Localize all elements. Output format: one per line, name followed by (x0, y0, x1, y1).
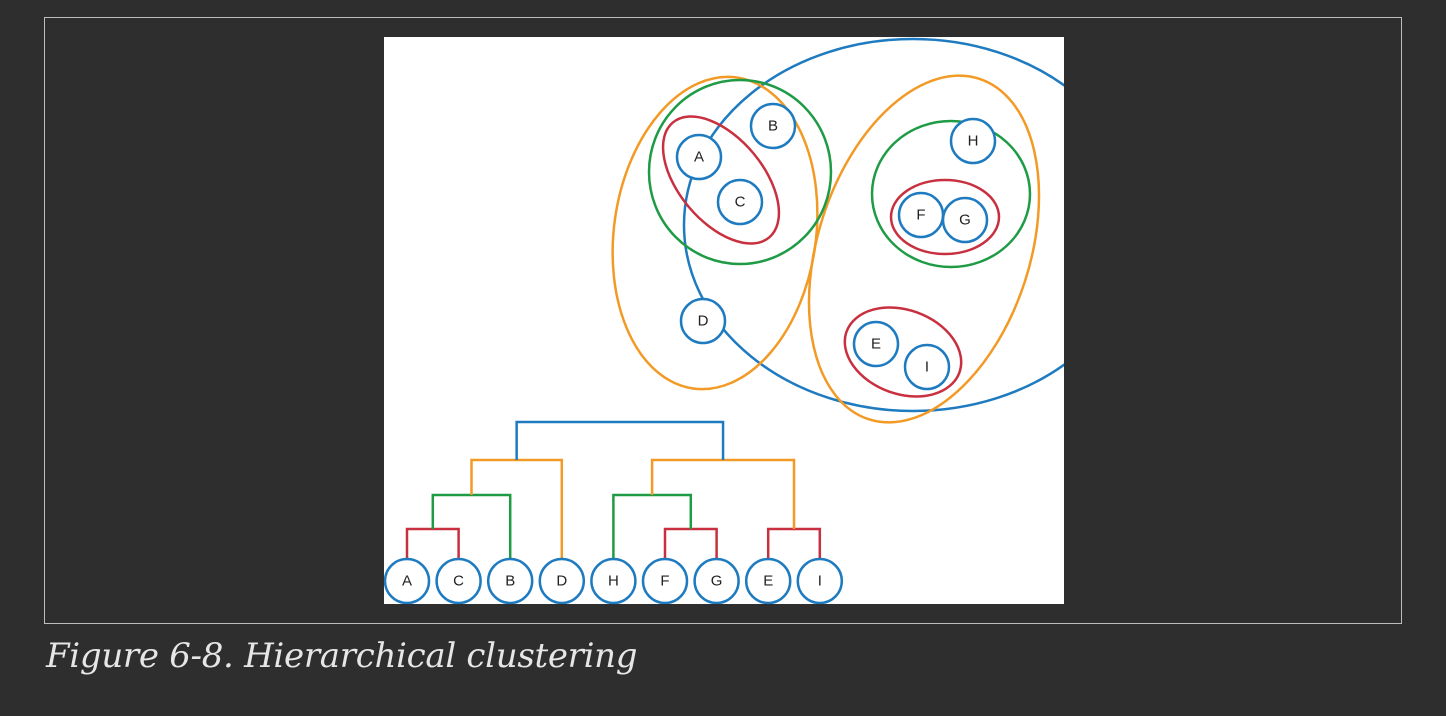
scatter-point-label: G (959, 212, 971, 229)
scatter-point-label: F (916, 207, 925, 224)
dendrogram-link-hfg (612, 493, 693, 558)
scatter-point-circle (716, 178, 764, 226)
cluster-outline-abcd (611, 75, 819, 391)
dendrogram-leaf-f: F (641, 557, 689, 604)
scatter-point-f: F (897, 191, 945, 239)
dendrogram-leaf-b: B (486, 557, 534, 604)
dendrogram-leaf-a: A (384, 557, 431, 604)
dendrogram-leaf-g: G (693, 557, 740, 604)
dendrogram-leaf-label: E (763, 573, 773, 590)
dendrogram-link-ac (405, 527, 460, 558)
dendrogram-link-fg (663, 527, 718, 558)
cluster-outline-fg (889, 178, 1001, 256)
dendrogram-leaf-i: I (796, 557, 844, 604)
scatter-point-label: B (768, 118, 778, 135)
scatter-point-label: I (925, 359, 929, 376)
dendrogram-leaf-circle (744, 557, 792, 604)
scatter-point-label: E (871, 336, 881, 353)
dendrogram-leaf-circle (590, 557, 637, 604)
hierarchical-clustering-diagram: A B C D E F G H I A C B D H F G E I (384, 37, 1064, 604)
cluster-outline-ei (843, 306, 963, 398)
dendrogram-leaf-e: E (744, 557, 792, 604)
dendrogram (405, 420, 822, 558)
dendrogram-leaf-circle (435, 557, 482, 604)
dendrogram-leaf-label: H (608, 573, 619, 590)
dendrogram-leaf-label: B (505, 573, 515, 590)
scatter-point-circle (903, 343, 951, 391)
figure-canvas: A B C D E F G H I A C B D H F G E I (384, 37, 1064, 604)
scatter-point-d: D (679, 297, 727, 345)
dendrogram-link-acbd (470, 458, 564, 558)
dendrogram-link-ei (766, 527, 822, 558)
dendrogram-leaf-h: H (590, 557, 637, 604)
scatter-points: A B C D E F G H I (675, 102, 997, 391)
scatter-point-g: G (941, 196, 989, 244)
dendrogram-link-acbdhfgei (515, 420, 725, 460)
figure-caption: Figure 6-8. Hierarchical clustering (46, 636, 638, 676)
dendrogram-leaf-circle (384, 557, 431, 604)
scatter-point-circle (852, 320, 900, 368)
scatter-point-circle (949, 117, 997, 165)
scatter-point-circle (749, 102, 797, 150)
dendrogram-leaf-circle (641, 557, 689, 604)
scatter-point-b: B (749, 102, 797, 150)
cluster-outline-abc (647, 78, 833, 266)
scatter-point-circle (941, 196, 989, 244)
scatter-point-label: H (968, 133, 979, 150)
scatter-point-label: C (735, 194, 746, 211)
dendrogram-leaf-label: C (453, 573, 464, 590)
cluster-outline-hfg (870, 119, 1032, 269)
cluster-outline-hfgei (807, 74, 1041, 424)
cluster-outline-abcdhfgei (682, 37, 1064, 413)
dendrogram-leaf-label: G (711, 573, 723, 590)
scatter-point-c: C (716, 178, 764, 226)
dendrogram-leaf-circle (693, 557, 740, 604)
scatter-point-label: D (698, 313, 709, 330)
scatter-point-circle (679, 297, 727, 345)
dendrogram-leaf-c: C (435, 557, 482, 604)
dendrogram-link-acb (431, 493, 512, 558)
scatter-point-i: I (903, 343, 951, 391)
dendrogram-leaf-label: F (660, 573, 669, 590)
scatter-point-a: A (675, 133, 723, 181)
dendrogram-leaf-circle (538, 557, 586, 604)
figure-frame (44, 17, 1402, 624)
dendrogram-leaf-circle (796, 557, 844, 604)
scatter-point-label: A (694, 149, 704, 166)
cluster-outlines (611, 37, 1064, 424)
scatter-point-e: E (852, 320, 900, 368)
scatter-point-h: H (949, 117, 997, 165)
cluster-outline-ac (661, 115, 781, 245)
dendrogram-leaf-circle (486, 557, 534, 604)
scatter-point-circle (675, 133, 723, 181)
dendrogram-leaf-d: D (538, 557, 586, 604)
dendrogram-leaf-label: I (818, 573, 822, 590)
dendrogram-leaf-label: D (556, 573, 567, 590)
dendrogram-leaf-label: A (402, 573, 412, 590)
